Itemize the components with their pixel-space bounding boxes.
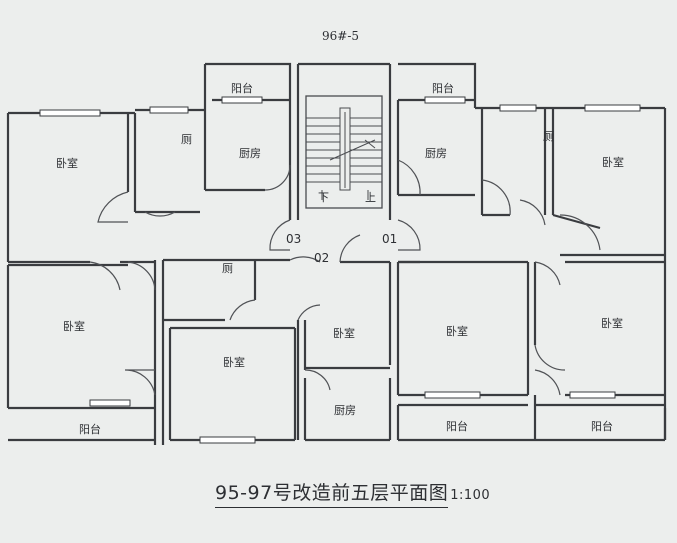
- kitchen-upper-left-label: 厨房: [239, 147, 261, 160]
- kitchen-lower-center-label: 厨房: [334, 404, 356, 417]
- toilet-upper-right-label: 厕: [543, 130, 554, 143]
- bedroom-center-label: 卧室: [333, 326, 355, 340]
- room-labels: 阳台 阳台 卧室 厕 厨房 厨房 厕 卧室 厕 卧室 卧室 卧室 卧室 卧室 厨…: [56, 81, 624, 436]
- bedroom-right-label: 卧室: [601, 316, 623, 330]
- balcony-bottom-center-label: 阳台: [446, 419, 468, 433]
- toilet-upper-left-label: 厕: [181, 133, 192, 146]
- door-swings: [89, 159, 601, 396]
- unit-02-label: 02: [314, 251, 329, 265]
- balcony-top-right-label: 阳台: [432, 81, 454, 95]
- bedroom-upper-right-label: 卧室: [602, 155, 624, 169]
- staircase: 下 上: [306, 107, 382, 204]
- unit-codes: 03 02 01: [286, 232, 397, 265]
- toilet-middle-label: 厕: [222, 262, 233, 275]
- bedroom-lower-center-label: 卧室: [223, 355, 245, 369]
- windows: [39, 96, 641, 444]
- balcony-bottom-right-label: 阳台: [591, 419, 613, 433]
- bedroom-middle-left-label: 卧室: [63, 319, 85, 333]
- kitchen-upper-right-label: 厨房: [425, 147, 447, 160]
- drawing-title: 95-97号改造前五层平面图: [215, 482, 449, 508]
- balcony-top-left-label: 阳台: [231, 81, 253, 95]
- building-number: 96#-5: [322, 29, 359, 43]
- drawing-scale: 1:100: [450, 488, 491, 503]
- walls: [6, 62, 667, 445]
- stair-up-label: 上: [365, 191, 376, 204]
- unit-01-label: 01: [382, 232, 397, 246]
- balcony-bottom-left-label: 阳台: [79, 422, 101, 436]
- unit-03-label: 03: [286, 232, 301, 246]
- bedroom-middle-right-label: 卧室: [446, 324, 468, 338]
- stair-down-label: 下: [318, 191, 329, 204]
- bedroom-upper-left-label: 卧室: [56, 156, 78, 170]
